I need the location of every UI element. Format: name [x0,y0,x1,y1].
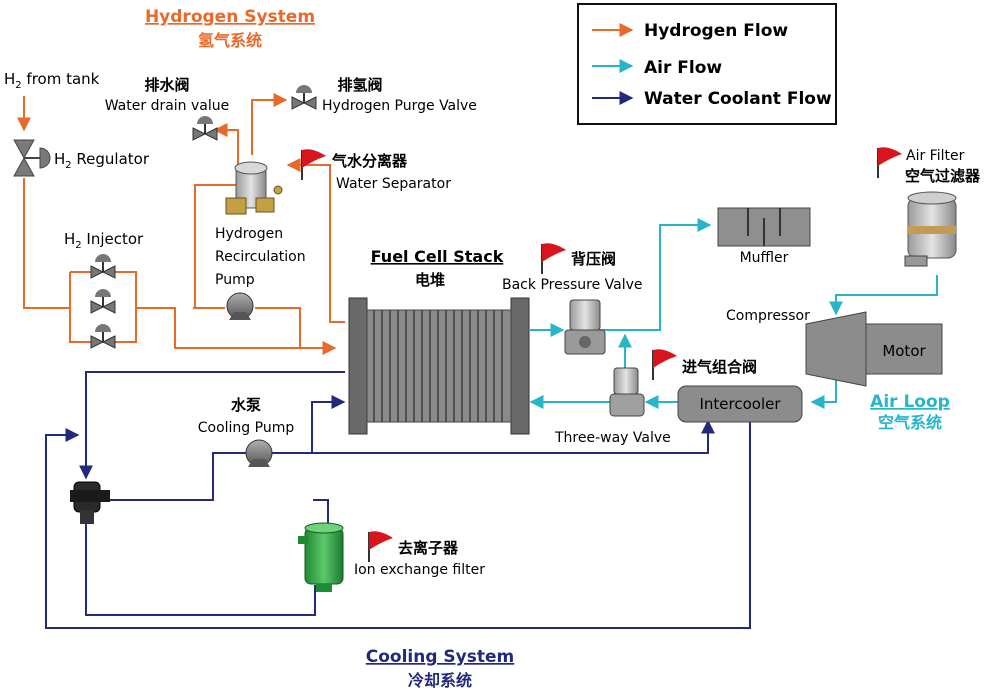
stack-label-cn: 电堆 [415,271,445,289]
thermostat-valve-icon [70,481,110,524]
water-flow-lines [45,371,751,629]
compressor-icon [805,311,867,387]
hydrogen-system-title: Hydrogen System [145,7,315,27]
muffler-icon [717,207,811,247]
flag-separator-icon [301,149,326,180]
ion-filter-label-en: Ion exchange filter [354,562,485,578]
drain-valve-label-cn: 排水阀 [144,76,189,94]
stack-label-en: Fuel Cell Stack [371,247,504,266]
flag-bpv-icon [541,243,566,274]
flag-intake-icon [652,349,677,380]
h2-regulator-label: H2 Regulator [54,150,150,171]
bpv-label-en: Back Pressure Valve [502,277,643,293]
separator-label-en: Water Separator [336,176,451,192]
stack-plates [373,310,503,422]
cooling-pump-label-cn: 水泵 [231,396,261,414]
water-separator-icon [225,161,283,215]
motor-label: Motor [882,342,926,360]
back-pressure-valve-icon [564,299,606,355]
separator-label-cn: 气水分离器 [331,152,408,170]
muffler-label: Muffler [740,250,789,266]
legend-water-label: Water Coolant Flow [644,89,832,109]
cooling-system-title: Cooling System [366,647,515,667]
bpv-label-cn: 背压阀 [571,250,616,268]
air-loop-title-cn: 空气系统 [878,413,942,432]
recirculation-label-3: Pump [215,272,255,288]
hydrogen-system-title-cn: 氢气系统 [198,31,262,50]
drain-valve-label-en: Water drain value [105,98,230,114]
fuel-cell-stack [348,297,530,435]
ion-exchange-filter-icon [298,522,344,592]
air-filter-label-en: Air Filter [906,148,965,164]
hydrogen-purge-valve-icon [291,85,317,110]
purge-valve-label-en: Hydrogen Purge Valve [322,98,477,114]
air-filter-icon [904,191,957,267]
purge-valve-label-cn: 排氢阀 [337,76,382,94]
air-flow-lines [529,218,938,409]
intercooler-label: Intercooler [699,395,781,413]
three-way-valve-icon [609,367,645,417]
cooling-system-title-cn: 冷却系统 [408,671,472,690]
intercooler-box [677,385,803,423]
recirculation-label-1: Hydrogen [215,226,283,242]
intake-valve-label-cn: 进气组合阀 [682,358,757,376]
legend-hydrogen-label: Hydrogen Flow [644,21,788,41]
flag-ion-icon [368,531,393,562]
air-loop-title: Air Loop [870,392,950,412]
h2-regulator-icon [13,139,51,177]
hydrogen-flow-lines [17,93,345,355]
air-filter-label-cn: 空气过滤器 [905,167,981,185]
flag-filter-icon [877,147,902,178]
cooling-pump-icon [245,439,273,467]
water-drain-valve-icon [192,116,218,141]
legend-air-label: Air Flow [644,58,722,78]
recirculation-label-2: Recirculation [215,249,306,265]
h2-injector-icon [90,254,116,349]
hydrogen-recirculation-pump-icon [226,292,254,320]
compressor-label: Compressor [726,308,810,324]
motor-box [865,323,943,375]
h2-from-tank-label: H2 from tank [4,70,100,91]
ion-filter-label-cn: 去离子器 [398,539,459,557]
h2-injector-label: H2 Injector [64,230,144,251]
three-way-valve-label: Three-way Valve [554,430,671,446]
cooling-pump-label-en: Cooling Pump [198,420,295,436]
legend: Hydrogen Flow Air Flow Water Coolant Flo… [577,3,837,125]
